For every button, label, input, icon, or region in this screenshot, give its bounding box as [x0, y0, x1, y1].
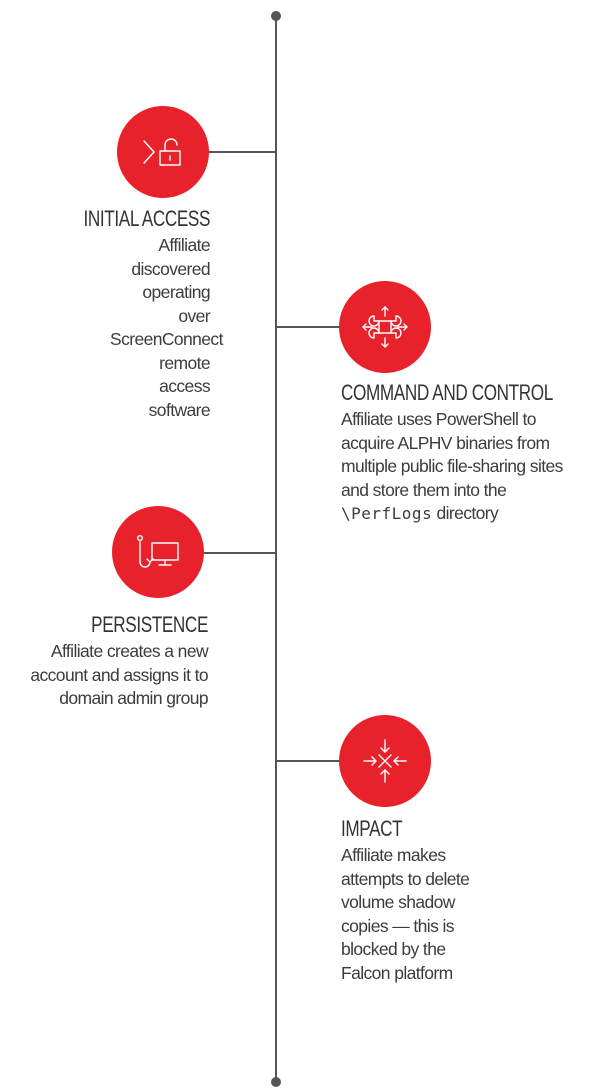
stage-impact: IMPACT Affiliate makes attempts to delet… — [341, 816, 481, 985]
connector-persistence — [182, 552, 276, 554]
stage-title: PERSISTENCE — [91, 612, 208, 637]
stage-initial-access: INITIAL ACCESS Affiliate discovered oper… — [30, 206, 224, 422]
stage-title: IMPACT — [341, 816, 403, 841]
stage-description: Affiliate creates a new account and assi… — [30, 641, 208, 708]
stage-title: COMMAND AND CONTROL — [341, 380, 553, 405]
persistence-badge — [112, 506, 204, 598]
initial-access-badge — [117, 106, 209, 198]
impact-badge — [339, 715, 431, 807]
monitor-hook-icon — [136, 534, 179, 568]
command-key-icon — [362, 306, 408, 348]
timeline-end-dot — [271, 1077, 281, 1087]
unlock-arrow-icon — [143, 138, 181, 166]
stage-description-suffix: directory — [436, 503, 499, 523]
stage-persistence: PERSISTENCE Affiliate creates a new acco… — [0, 612, 208, 711]
stage-description: Affiliate discovered operating over Scre… — [110, 235, 223, 420]
timeline-start-dot — [271, 11, 281, 21]
converge-x-icon — [363, 739, 407, 783]
connector-initial-access — [182, 151, 276, 153]
stage-description: Affiliate makes attempts to delete volum… — [341, 845, 470, 983]
stage-description-text: Affiliate uses PowerShell to acquire ALP… — [341, 409, 563, 500]
stage-command-and-control: COMMAND AND CONTROL Affiliate uses Power… — [341, 380, 596, 526]
directory-path: \PerfLogs — [341, 504, 433, 523]
connector-impact — [276, 760, 366, 762]
connector-command-and-control — [276, 326, 366, 328]
stage-title: INITIAL ACCESS — [83, 206, 211, 231]
command-and-control-badge — [339, 281, 431, 373]
stage-description: Affiliate uses PowerShell to acquire ALP… — [341, 408, 593, 526]
timeline-spine — [275, 16, 277, 1082]
